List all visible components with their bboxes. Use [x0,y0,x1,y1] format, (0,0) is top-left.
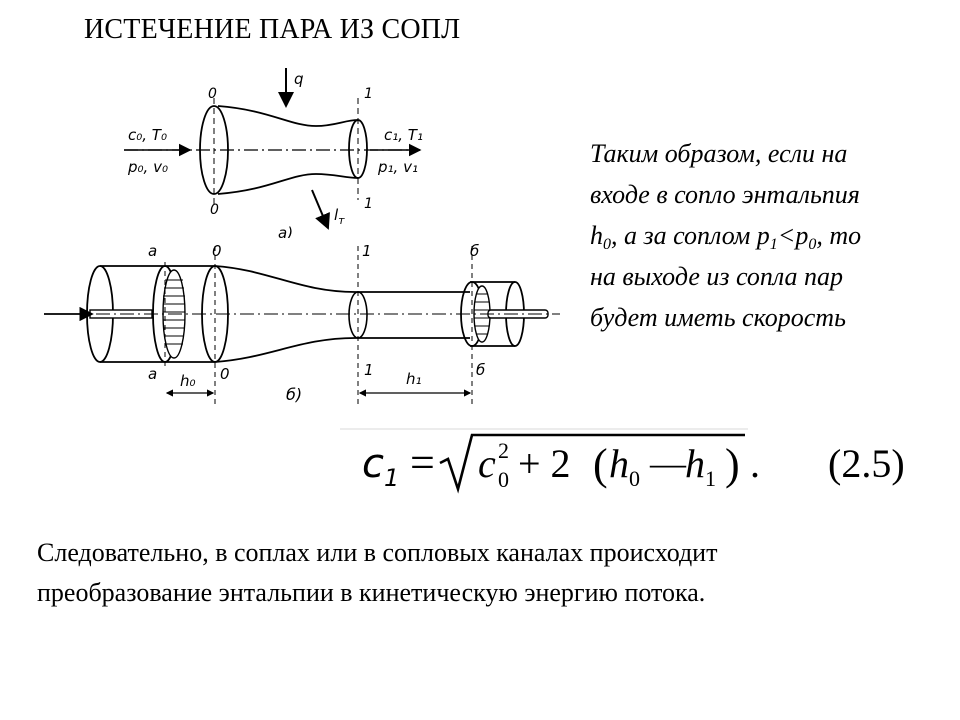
heat-label: q [294,70,304,88]
section-a-top-label: а [148,242,157,260]
inlet-label-bottom: p₀, v₀ [127,158,168,176]
radical-sign [439,433,745,494]
nozzle-body-bottom [214,337,470,363]
caption-a: а) [278,224,293,238]
conclusion-paragraph: Следовательно, в соплах или в сопловых к… [37,533,927,613]
work-label: lт [334,206,345,227]
section0-top-label: 0 [208,86,217,102]
nozzle-diagram-a: c₀, T₀ p₀, v₀ c₁, T₁ p₁, v₁ 0 0 1 1 q lт… [124,68,423,238]
side-line-4: на выходе из сопла пар [590,262,844,291]
formula-dot: . [750,441,760,486]
conclusion-line-1: Следовательно, в соплах или в сопловых к… [37,538,718,567]
inlet-label-top: c₀, T₀ [128,126,167,144]
nozzle-contour-bottom [217,173,359,195]
nozzle-contour-top [217,105,359,127]
formula-h1: h1 [685,441,716,491]
side-line-3: h0, а за соплом p1<p0, то [590,221,862,253]
outlet-label-top: c₁, T₁ [384,126,423,144]
formula-plus-two: + 2 [518,441,571,486]
section-a-bottom-label: а [148,365,157,383]
side-line-5: будет иметь скорость [590,303,846,332]
nozzle-body-top [214,265,470,293]
formula-minus: — [649,443,687,483]
section-b-top-label: б [470,242,479,260]
section1-top-label: 1 [364,86,373,102]
right-pipe [470,281,515,347]
slide-title: ИСТЕЧЕНИЕ ПАРА ИЗ СОПЛ [84,14,461,45]
section1-bottom-label: 1 [364,196,373,212]
section-b-bottom-label: б [476,361,485,379]
formula-number: (2.5) [828,441,905,486]
section0-bottom-label: 0 [210,202,219,218]
side-line-2: входе в сопло энтальпия [590,180,860,209]
section-0-top-label: 0 [212,242,222,260]
section-1-top-label: 1 [362,242,372,260]
formula-equals: = [410,438,435,487]
formula-paren-close: ) [725,440,740,489]
formula-lhs: c1 [362,441,399,492]
radicand-c0: c [478,441,496,486]
conclusion-line-2: преобразование энтальпии в кинетическую … [37,578,706,607]
side-paragraph: Таким образом, если на входе в сопло энт… [590,133,940,338]
side-line-1: Таким образом, если на [590,139,848,168]
h1-label: h₁ [406,370,422,388]
nozzle-diagram-b: а 0 1 б а 0 1 б h₀ h₁ б) [44,242,560,404]
section-0-bottom-label: 0 [220,365,230,383]
radicand-c0-sub: 0 [498,467,509,492]
velocity-formula: c1 = c 2 0 + 2 ( h0 — h1 ) . (2.5) [340,428,905,494]
formula-h0: h0 [609,441,640,491]
radicand-c0-sup: 2 [498,438,509,463]
outlet-label-bottom: p₁, v₁ [377,158,418,176]
formula-paren-open: ( [593,440,608,489]
caption-b: б) [286,385,302,404]
left-pipe [100,265,215,363]
h0-label: h₀ [180,372,196,390]
section-1-bottom-label: 1 [364,361,374,379]
